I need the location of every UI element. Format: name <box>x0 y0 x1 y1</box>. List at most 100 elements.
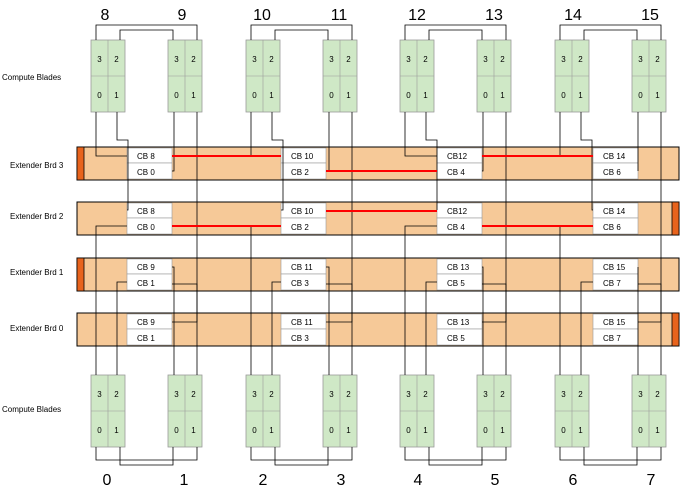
blade-cell-label: 3 <box>483 55 488 64</box>
cb-port-label: CB 6 <box>603 223 621 232</box>
cb-port-label: CB 8 <box>137 207 155 216</box>
blade-cell-label: 1 <box>269 91 274 100</box>
cb-port-label: CB 9 <box>137 263 155 272</box>
extender-board-0-label: Extender Brd 0 <box>10 324 64 333</box>
blade-cell-label: 3 <box>638 55 643 64</box>
blade-cell-label: 2 <box>269 55 274 64</box>
cable <box>250 447 353 461</box>
cable <box>326 283 353 375</box>
cb-port-label: CB 9 <box>137 318 155 327</box>
blade-cell-label: 0 <box>97 426 102 435</box>
cb-port-label: CB12 <box>447 207 468 216</box>
blade-cell-label: 1 <box>500 91 505 100</box>
cable <box>404 447 507 461</box>
blade-cell-label: 2 <box>500 55 505 64</box>
cb-port-bottom <box>280 328 327 346</box>
compute-blades-top-label: Compute Blades <box>2 73 61 82</box>
cable <box>580 281 593 375</box>
bottom-node-number: 5 <box>491 472 500 489</box>
cb-port-label: CB 4 <box>447 168 465 177</box>
cable <box>95 225 127 375</box>
blade-cell-label: 0 <box>561 91 566 100</box>
cable <box>250 24 353 40</box>
blade-cell-label: 2 <box>655 390 660 399</box>
top-node-number: 15 <box>641 7 659 24</box>
blade-cell-label: 1 <box>346 426 351 435</box>
extender-board <box>76 201 680 236</box>
blade-cell-label: 1 <box>423 426 428 435</box>
blade-cell-label: 3 <box>638 390 643 399</box>
blade-cell-label: 2 <box>578 390 583 399</box>
blade-cell-label: 1 <box>269 426 274 435</box>
cb-port-label: CB 8 <box>137 152 155 161</box>
cable <box>274 29 329 40</box>
blade-cell-label: 1 <box>191 426 196 435</box>
blade-cell-label: 0 <box>329 426 334 435</box>
blade-cell-label: 0 <box>483 426 488 435</box>
blade-cell-label: 0 <box>97 91 102 100</box>
bottom-node-number: 2 <box>259 472 268 489</box>
cb-port-label: CB 14 <box>603 207 626 216</box>
cb-port-label: CB 7 <box>603 279 621 288</box>
cable <box>428 29 483 40</box>
cable <box>172 283 198 375</box>
blade-cell-label: 1 <box>346 91 351 100</box>
cb-port-label: CB 11 <box>291 263 313 272</box>
cb-port-label: CB 5 <box>447 334 465 343</box>
cable <box>95 112 127 157</box>
blade-cell-label: 3 <box>561 55 566 64</box>
bottom-node-number: 6 <box>569 472 578 489</box>
cable <box>425 281 437 375</box>
cable <box>250 225 281 375</box>
blade-cell-label: 2 <box>500 390 505 399</box>
cb-port-label: CB 15 <box>603 263 626 272</box>
blade-cell-label: 0 <box>483 91 488 100</box>
board-edge-marker <box>671 201 680 236</box>
cb-port-label: CB 14 <box>603 152 626 161</box>
blade-cell-label: 3 <box>406 55 411 64</box>
blade-cell-label: 2 <box>114 390 119 399</box>
blade-cell-label: 0 <box>561 426 566 435</box>
cb-port-label: CB 10 <box>291 152 314 161</box>
cb-port-label: CB 15 <box>603 318 626 327</box>
blade-cell-label: 3 <box>483 390 488 399</box>
cb-port-label: CB 13 <box>447 318 470 327</box>
blade-cell-label: 2 <box>655 55 660 64</box>
cb-port-label: CB 0 <box>137 223 155 232</box>
bottom-node-number: 0 <box>103 472 112 489</box>
extender-board-3-label: Extender Brd 3 <box>10 161 64 170</box>
blade-cell-label: 3 <box>329 390 334 399</box>
blade-cell-label: 0 <box>406 91 411 100</box>
blade-cell-label: 1 <box>500 426 505 435</box>
cb-port-label: CB 13 <box>447 263 470 272</box>
cable <box>116 112 129 211</box>
blade-cell-label: 2 <box>578 55 583 64</box>
cb-port-label: CB 4 <box>447 223 465 232</box>
blade-cell-label: 3 <box>174 55 179 64</box>
cable <box>559 24 662 40</box>
blade-cell-label: 2 <box>114 55 119 64</box>
cable <box>172 266 175 375</box>
cb-port-label: CB 2 <box>291 223 309 232</box>
blade-cell-label: 2 <box>191 390 196 399</box>
blade-cell-label: 2 <box>269 390 274 399</box>
blade-cell-label: 0 <box>174 91 179 100</box>
blade-cell-label: 1 <box>423 91 428 100</box>
cb-port-label: CB 7 <box>603 334 621 343</box>
cb-port-label: CB 3 <box>291 334 309 343</box>
blade-cell-label: 0 <box>329 91 334 100</box>
blade-cell-label: 3 <box>561 390 566 399</box>
cable <box>274 447 329 466</box>
blade-cell-label: 1 <box>114 91 119 100</box>
cb-port-bottom <box>436 328 483 346</box>
blade-cell-label: 2 <box>191 55 196 64</box>
cable <box>119 447 174 466</box>
cb-port-label: CB12 <box>447 152 468 161</box>
cable <box>583 29 638 40</box>
blade-cell-label: 0 <box>638 91 643 100</box>
cable <box>172 112 175 172</box>
blade-cell-label: 3 <box>252 55 257 64</box>
cb-port-label: CB 3 <box>291 279 309 288</box>
extender-board <box>76 312 680 347</box>
